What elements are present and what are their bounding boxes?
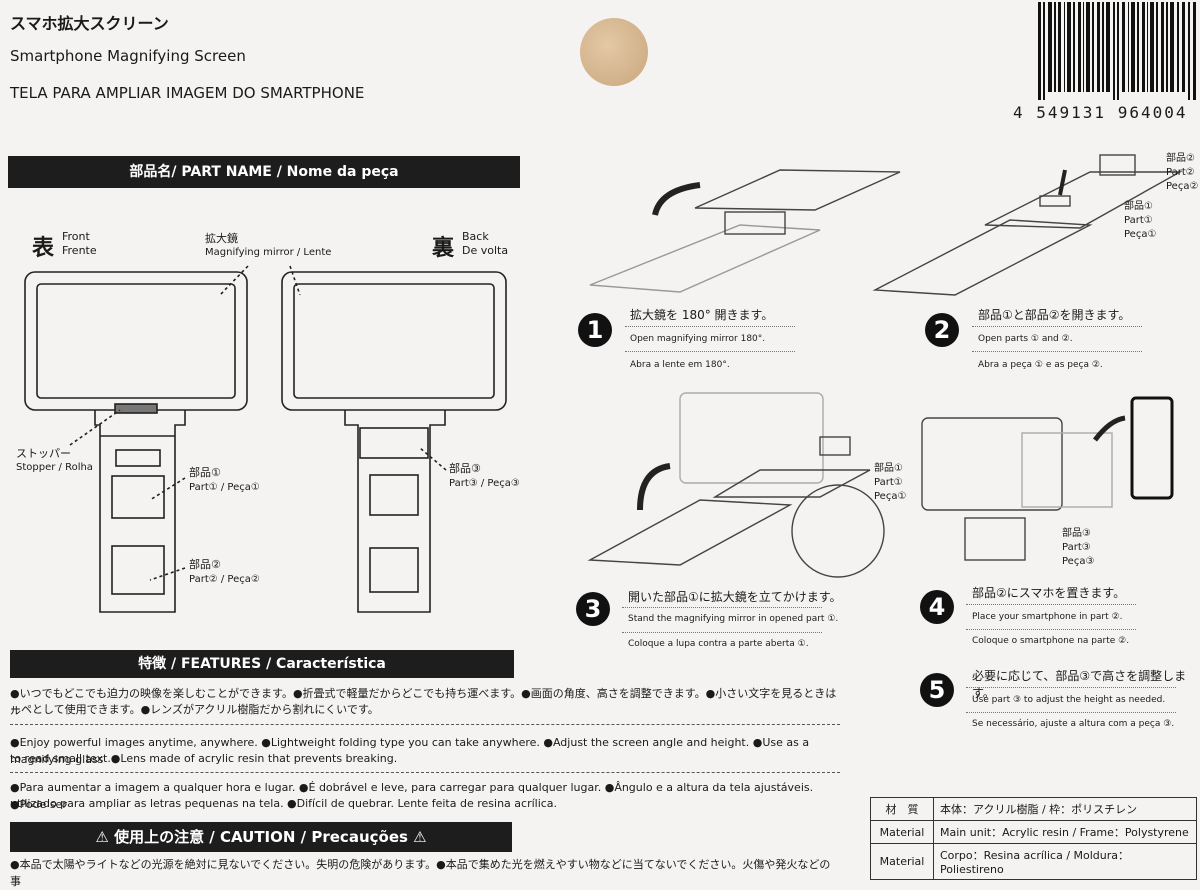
- warning-icon: ⚠: [95, 828, 115, 846]
- step-5-text-en: Use part ③ to adjust the height as neede…: [972, 695, 1166, 705]
- s2-callout-p1-pt: Peça①: [1124, 229, 1157, 240]
- step-1-text-pt: Abra a lente em 180°.: [630, 360, 730, 370]
- step-1-divider: [625, 326, 795, 327]
- s2-callout-p2-jp: 部品②: [1166, 153, 1195, 164]
- material-key-jp: 材 質: [870, 797, 934, 821]
- stopper-label-jp: ストッパー: [16, 447, 71, 460]
- part2-label-jp: 部品②: [189, 558, 221, 571]
- title-japanese: スマホ拡大スクリーン: [10, 14, 169, 33]
- front-kanji: 表: [32, 236, 55, 261]
- front-label-en: Front: [62, 230, 90, 243]
- features-jp-line-1: ●いつでもどこでも迫力の映像を楽しむことができます。●折畳式で軽量だからどこでも…: [10, 687, 837, 717]
- part3-label-en: Part③ / Peça③: [449, 478, 520, 489]
- s2-callout-p1-en: Part①: [1124, 215, 1153, 226]
- step-2-divider-2: [972, 351, 1142, 352]
- step-1-divider-2: [625, 351, 795, 352]
- material-row-en: Material Main unit：Acrylic resin / Frame…: [870, 820, 1197, 844]
- features-jp-line-2: ーペとして使用できます。●レンズがアクリル樹脂だから割れにくいです。: [10, 703, 379, 716]
- features-divider-1: [10, 724, 840, 725]
- mirror-label-en: Magnifying mirror / Lente: [205, 247, 332, 258]
- step-3-text-jp: 開いた部品①に拡大鏡を立てかけます。: [628, 590, 842, 604]
- features-header: 特徴 / FEATURES / Característica: [10, 650, 514, 678]
- features-divider-2: [10, 772, 840, 773]
- part3-label-jp: 部品③: [449, 462, 481, 475]
- caution-header: ⚠ 使用上の注意 / CAUTION / Precauções ⚠: [10, 822, 512, 852]
- step-5-number: 5: [920, 673, 954, 707]
- title-portuguese: TELA PARA AMPLIAR IMAGEM DO SMARTPHONE: [10, 84, 365, 102]
- s4-callout-p3-jp: 部品③: [1062, 528, 1091, 539]
- features-pt-line-1: ●Para aumentar a imagem a qualquer hora …: [10, 781, 814, 811]
- material-table: 材 質 本体：アクリル樹脂 / 枠：ポリスチレン Material Main u…: [870, 797, 1197, 880]
- step-5-text-pt: Se necessário, ajuste a altura com a peç…: [972, 719, 1175, 729]
- features-pt-line-2: utilizado para ampliar as letras pequena…: [10, 797, 558, 810]
- back-label-en: Back: [462, 230, 489, 243]
- material-row-jp: 材 質 本体：アクリル樹脂 / 枠：ポリスチレン: [870, 797, 1197, 821]
- step-5-divider: [966, 687, 1176, 688]
- step-3-text-pt: Coloque a lupa contra a parte aberta ①.: [628, 639, 809, 649]
- features-en-line-2: to read small text.●Lens made of acrylic…: [10, 752, 398, 765]
- step-1-text-jp: 拡大鏡を 180° 開きます。: [630, 308, 774, 322]
- barcode: [1038, 2, 1196, 100]
- s4-callout-p3-en: Part③: [1062, 542, 1091, 553]
- step-4-text-en: Place your smartphone in part ②.: [972, 612, 1123, 622]
- step-3-text-en: Stand the magnifying mirror in opened pa…: [628, 614, 839, 624]
- warning-icon-2: ⚠: [407, 828, 427, 846]
- material-value-pt: Corpo：Resina acrílica / Moldura：Poliesti…: [933, 843, 1197, 880]
- back-label-pt: De volta: [462, 244, 509, 257]
- s4-callout-p3-pt: Peça③: [1062, 556, 1095, 567]
- step-5-divider-2: [966, 712, 1176, 713]
- part2-label-en: Part② / Peça②: [189, 574, 260, 585]
- step-1-number: 1: [578, 313, 612, 347]
- back-kanji: 裏: [432, 236, 455, 261]
- s3-callout-p1-pt: Peça①: [874, 491, 907, 502]
- material-row-pt: Material Corpo：Resina acrílica / Moldura…: [870, 843, 1197, 880]
- part-diagrams: [24, 154, 1183, 613]
- step-1-text-en: Open magnifying mirror 180°.: [630, 334, 766, 344]
- step-5-text-jp: 必要に応じて、部品③で高さを調整します。: [972, 669, 1187, 700]
- step-2-divider: [972, 326, 1142, 327]
- stopper-label-en: Stopper / Rolha: [16, 462, 93, 473]
- barcode-number: 4 549131 964004: [1013, 103, 1188, 122]
- part1-label-jp: 部品①: [189, 466, 221, 479]
- step-4-number: 4: [920, 590, 954, 624]
- material-key-pt: Material: [870, 843, 934, 880]
- s2-callout-p2-en: Part②: [1166, 167, 1195, 178]
- s3-callout-p1-en: Part①: [874, 477, 903, 488]
- hologram-seal: [580, 18, 648, 86]
- material-value-jp: 本体：アクリル樹脂 / 枠：ポリスチレン: [933, 797, 1197, 821]
- step-4-divider-2: [966, 629, 1136, 630]
- step-4-divider: [966, 604, 1136, 605]
- s3-callout-p1-jp: 部品①: [874, 463, 903, 474]
- step-3-divider: [622, 607, 822, 608]
- step-3-divider-2: [622, 632, 822, 633]
- front-label-pt: Frente: [62, 244, 97, 257]
- step-2-text-jp: 部品①と部品②を開きます。: [978, 308, 1131, 322]
- step-2-text-pt: Abra a peça ① e as peça ②.: [978, 360, 1103, 370]
- part1-label-en: Part① / Peça①: [189, 482, 260, 493]
- step-4-text-pt: Coloque o smartphone na parte ②.: [972, 636, 1130, 646]
- step-2-text-en: Open parts ① and ②.: [978, 334, 1073, 344]
- material-value-en: Main unit：Acrylic resin / Frame：Polystyr…: [933, 820, 1197, 844]
- caution-title: 使用上の注意 / CAUTION / Precauções: [114, 828, 408, 846]
- mirror-label-jp: 拡大鏡: [205, 232, 238, 245]
- step-2-number: 2: [925, 313, 959, 347]
- material-key-en: Material: [870, 820, 934, 844]
- s2-callout-p2-pt: Peça②: [1166, 181, 1199, 192]
- step-3-number: 3: [576, 592, 610, 626]
- s2-callout-p1-jp: 部品①: [1124, 201, 1153, 212]
- title-english: Smartphone Magnifying Screen: [10, 47, 246, 65]
- caution-line-1: ●本品で太陽やライトなどの光源を絶対に見ないでください。失明の危険があります。●…: [10, 858, 831, 888]
- features-en-line-1: ●Enjoy powerful images anytime, anywhere…: [10, 736, 810, 766]
- partname-header: 部品名/ PART NAME / Nome da peça: [8, 156, 520, 188]
- step-4-text-jp: 部品②にスマホを置きます。: [972, 586, 1126, 600]
